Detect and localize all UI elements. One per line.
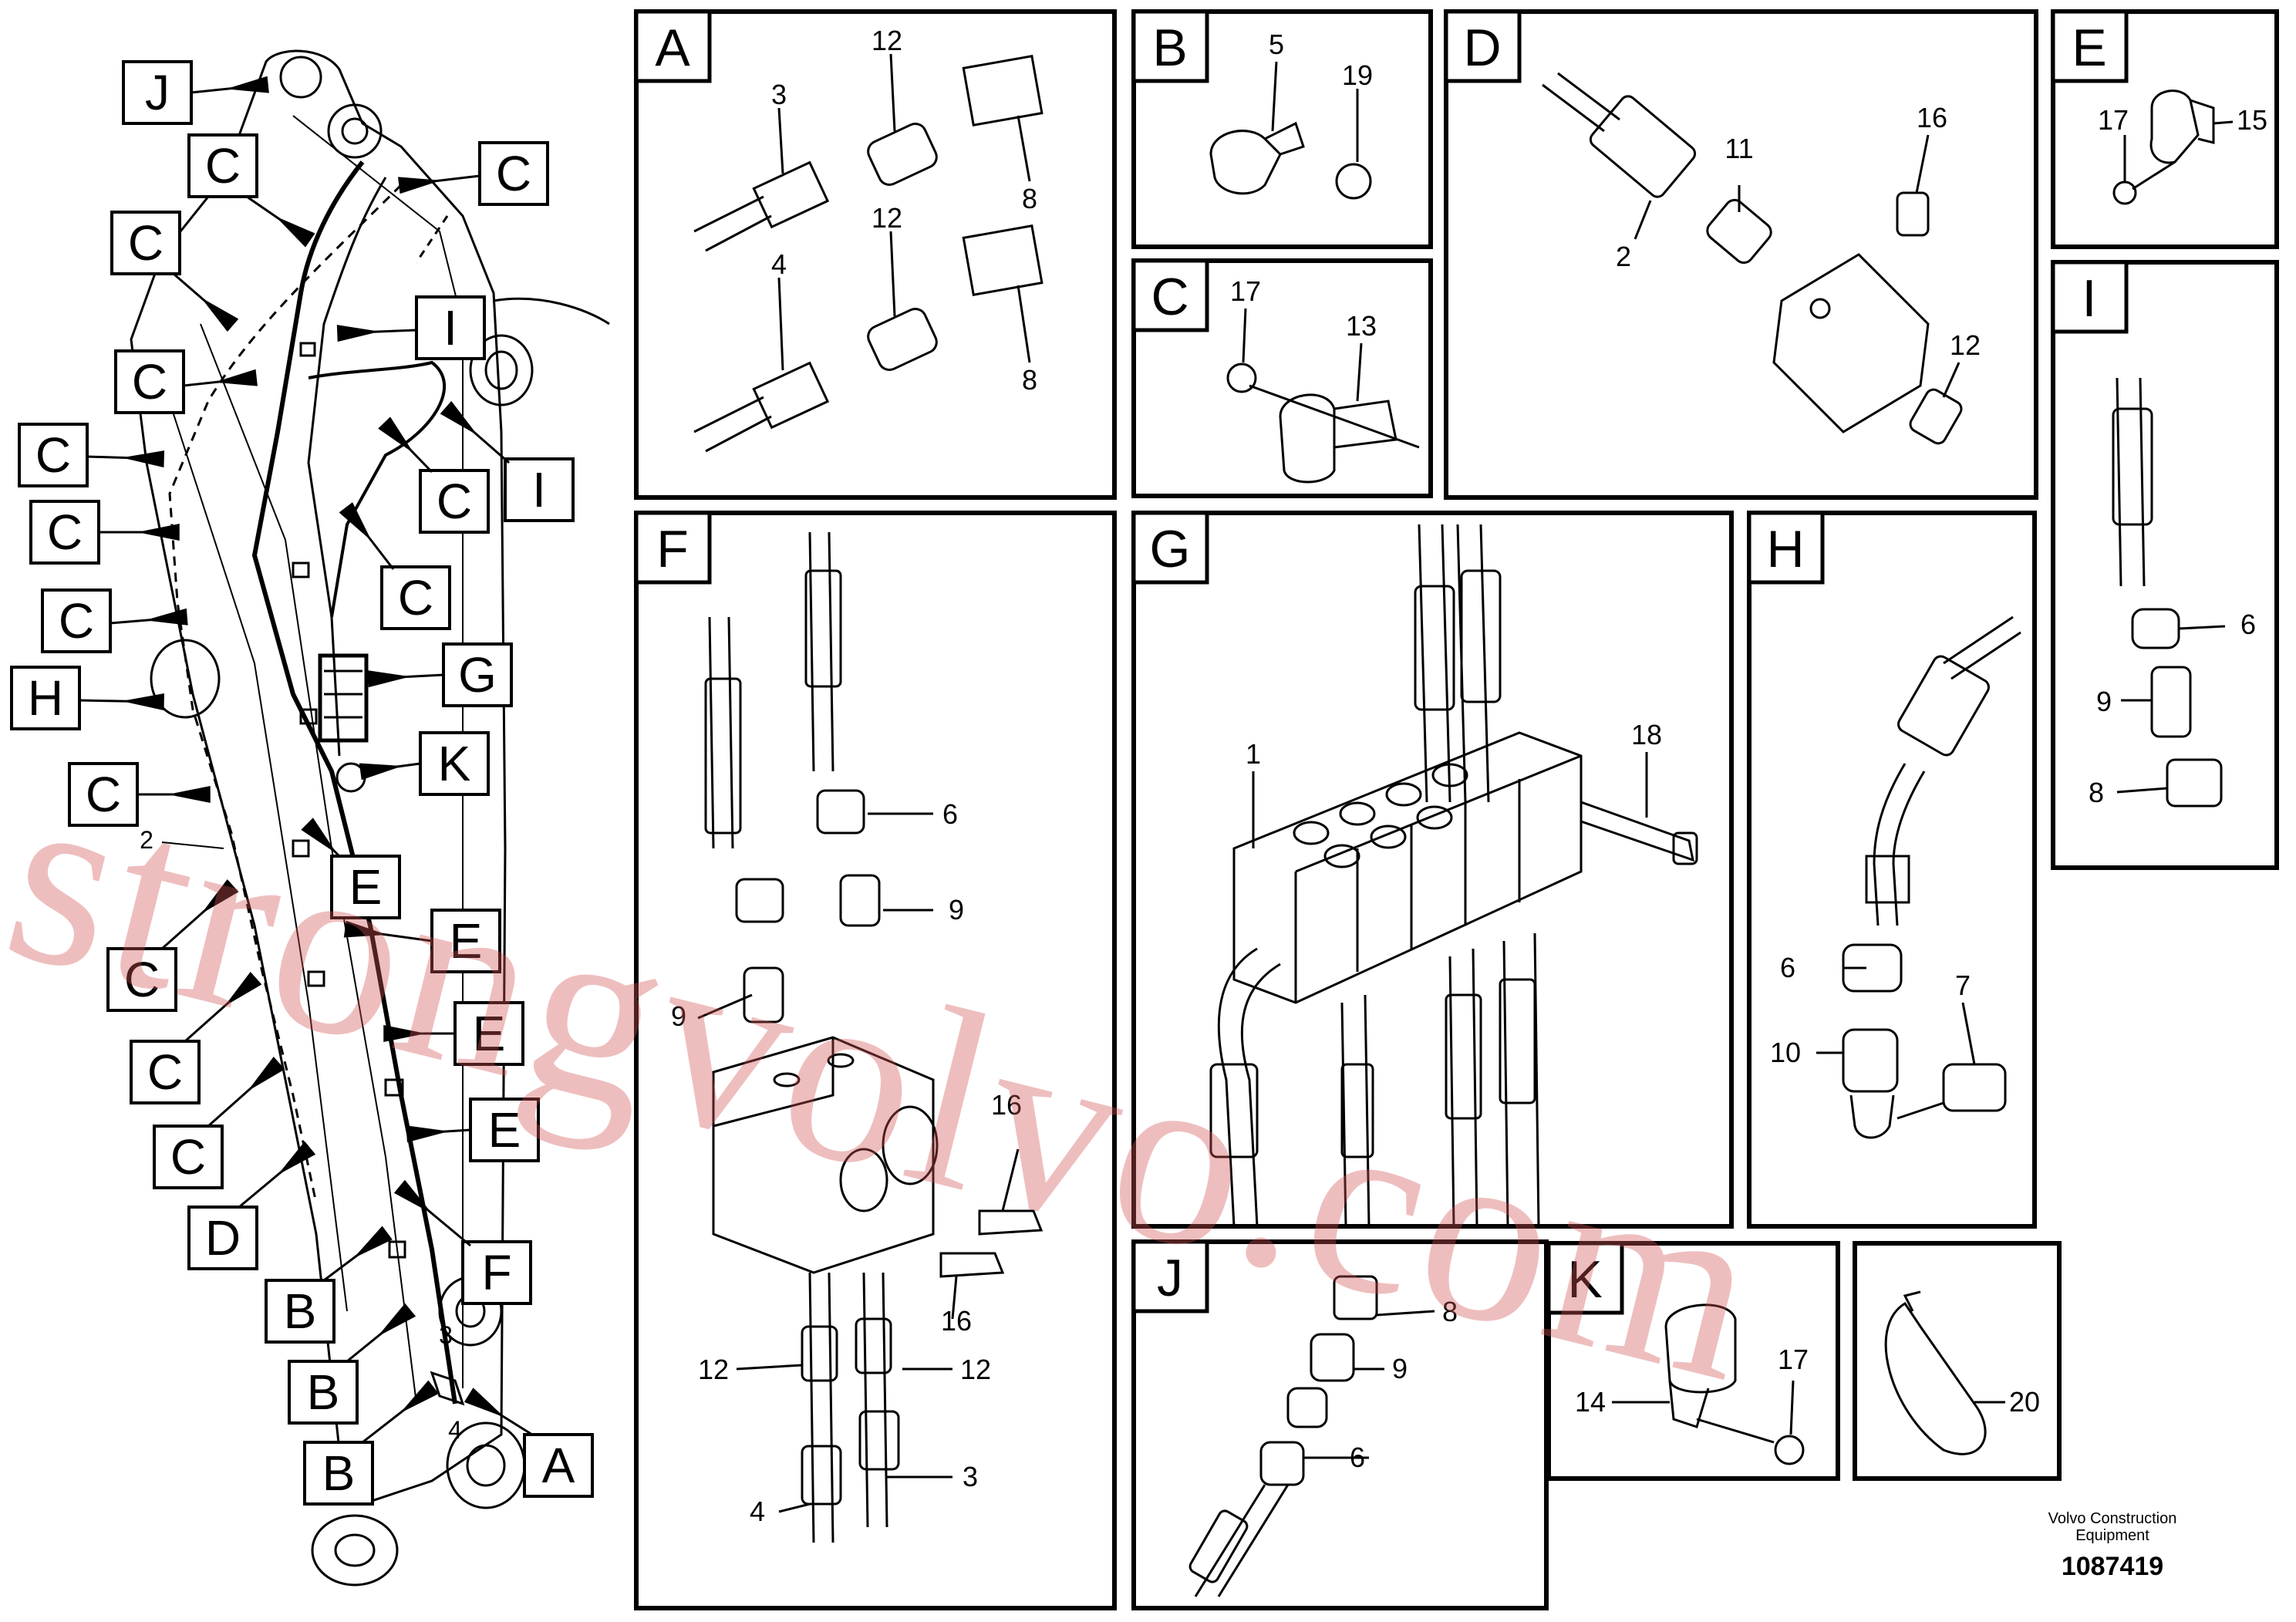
panel-letter-b: B <box>1152 19 1187 77</box>
callout-c-6: C <box>437 474 472 529</box>
panel-i-label-8: 8 <box>2089 777 2104 808</box>
callout-b-1: B <box>284 1283 317 1339</box>
overview-number-3: 3 <box>439 1321 453 1349</box>
overview-number-4: 4 <box>448 1416 462 1444</box>
panel-i-label-6: 6 <box>2240 609 2256 640</box>
callout-b-3: B <box>322 1445 356 1501</box>
panel-f-label-4: 4 <box>750 1496 765 1527</box>
callout-j: J <box>145 65 170 120</box>
panel-letter-j: J <box>1157 1249 1183 1307</box>
detail-panel-a: A 3 12 8 4 12 <box>634 9 1117 500</box>
panel-letter-g: G <box>1150 520 1191 578</box>
callout-e-1: E <box>349 859 383 915</box>
panel-b-label-19: 19 <box>1342 59 1373 91</box>
callout-g: G <box>458 647 497 703</box>
overview-number-labels: 2 3 4 <box>140 826 462 1444</box>
panel-letter-a: A <box>655 19 690 77</box>
panel-c-label-13: 13 <box>1346 310 1377 342</box>
panel-f-label-9b: 9 <box>671 1000 686 1032</box>
panel-j-label-8: 8 <box>1442 1296 1458 1327</box>
callout-e-2: E <box>450 913 483 969</box>
detail-panel-g: G <box>1131 511 1734 1229</box>
detail-panel-j: J 8 9 6 <box>1131 1239 1549 1610</box>
callout-c-2: C <box>496 146 531 201</box>
callout-c-4: C <box>132 354 167 410</box>
panel-g-label-1: 1 <box>1246 738 1261 770</box>
detail-panel-e: E 17 15 <box>2051 9 2279 249</box>
overview-callout-labels: J C C C I C I C C C C C <box>10 60 594 1506</box>
callout-c-3: C <box>128 215 164 271</box>
callout-a: A <box>542 1438 575 1493</box>
panel-a-label-8b: 8 <box>1022 364 1037 396</box>
panel-letter-k: K <box>1567 1250 1602 1309</box>
callout-c-9: C <box>59 593 94 649</box>
panel-e-label-17: 17 <box>2098 104 2129 136</box>
panel-letter-e: E <box>2072 19 2106 77</box>
panel-f-label-3: 3 <box>963 1461 978 1492</box>
panel-f-label-12: 12 <box>698 1354 729 1385</box>
panel-h-label-7: 7 <box>1955 969 1971 1001</box>
panel-f-label-6: 6 <box>942 798 958 830</box>
detail-panel-h: H 6 10 7 <box>1747 511 2037 1229</box>
callout-c-7: C <box>47 504 83 560</box>
callout-b-2: B <box>307 1364 340 1420</box>
overview-number-2: 2 <box>140 826 153 854</box>
callout-c-13: C <box>170 1129 206 1185</box>
callout-e-4: E <box>488 1102 521 1158</box>
detail-panel-d: D 2 11 16 12 <box>1444 9 2038 500</box>
detail-panel-c: C 17 13 <box>1131 258 1433 498</box>
panel-d-label-12: 12 <box>1950 329 1981 361</box>
panel-a-label-12b: 12 <box>872 202 902 234</box>
panel-letter-d: D <box>1463 19 1501 77</box>
panel-letter-h: H <box>1766 520 1804 578</box>
callout-c-12: C <box>147 1044 183 1100</box>
panel-k-label-17: 17 <box>1778 1344 1809 1375</box>
panel-i-label-9: 9 <box>2096 686 2112 717</box>
detail-panel-f: F <box>634 511 1117 1610</box>
callout-c-11: C <box>124 952 160 1007</box>
panel-h-label-10: 10 <box>1770 1037 1801 1068</box>
detail-panel-k: K 17 14 <box>1546 1241 1840 1481</box>
panel-a-label-4: 4 <box>771 248 787 280</box>
panel-d-label-2: 2 <box>1616 241 1631 272</box>
panel-a-label-3: 3 <box>771 79 787 110</box>
callout-c-5: C <box>35 427 71 483</box>
panel-letter-c: C <box>1151 268 1188 326</box>
panel-d-label-11: 11 <box>1725 133 1753 164</box>
panel-j-label-9: 9 <box>1392 1353 1408 1384</box>
panel-f-label-12b: 12 <box>960 1354 991 1385</box>
panel-e-label-15: 15 <box>2237 104 2267 136</box>
panel-c-label-17: 17 <box>1230 275 1261 307</box>
panel-a-label-12: 12 <box>872 25 902 56</box>
panel-f-label-16b: 16 <box>941 1305 972 1337</box>
callout-f: F <box>481 1245 511 1300</box>
callout-k: K <box>438 736 471 791</box>
detail-panel-b: B 5 19 <box>1131 9 1433 249</box>
callout-h: H <box>28 670 63 726</box>
panel-b-label-5: 5 <box>1269 29 1284 60</box>
panel-letter-i: I <box>2082 269 2097 328</box>
callout-i-1: I <box>443 300 457 356</box>
panel-j-label-6: 6 <box>1350 1442 1365 1473</box>
panel-f-label-9: 9 <box>949 894 964 926</box>
panel-k-label-14: 14 <box>1575 1386 1606 1418</box>
panel-d-label-16: 16 <box>1917 102 1947 133</box>
detail-panel-i: I 6 9 8 <box>2051 260 2279 870</box>
panel-a-label-8: 8 <box>1022 183 1037 214</box>
panel-letter-f: F <box>656 520 689 578</box>
panel-g-label-18: 18 <box>1631 719 1662 750</box>
detail-panel-cable-tie: 20 <box>1853 1241 2062 1481</box>
callout-d: D <box>205 1210 241 1266</box>
panel-h-label-6: 6 <box>1780 952 1795 983</box>
callout-e-3: E <box>473 1006 506 1061</box>
callout-c-10: C <box>86 767 121 822</box>
boom-overview <box>130 49 610 1587</box>
callout-i-2: I <box>532 462 546 518</box>
panel-f-label-16: 16 <box>991 1089 1022 1121</box>
callout-c-8: C <box>398 570 433 626</box>
panel-tie-label-20: 20 <box>2009 1386 2040 1418</box>
callout-c-1: C <box>205 138 241 194</box>
